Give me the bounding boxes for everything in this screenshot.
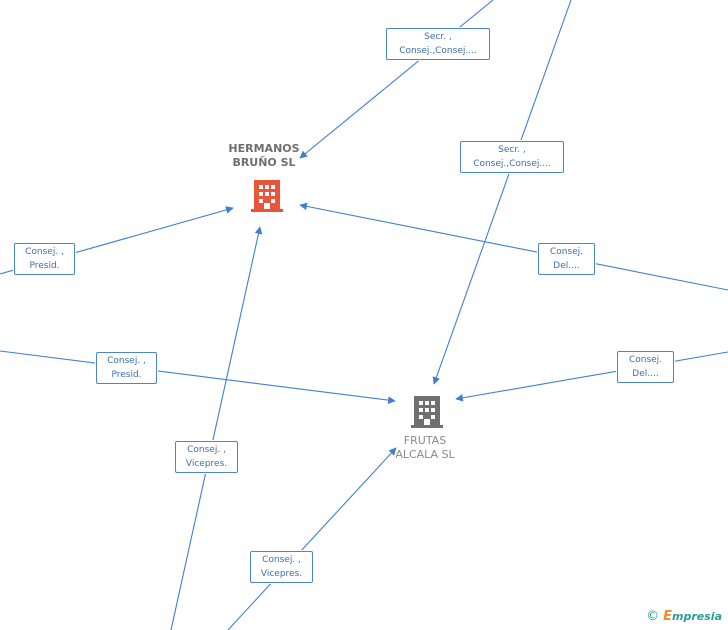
company-name-line: BRUÑO SL [232, 156, 296, 169]
brand-e: E [663, 609, 673, 624]
edge-label-role: Consej. , [187, 445, 226, 455]
edge-label-role: Consej. , [262, 555, 301, 565]
company-name-line: ALCALA SL [395, 448, 455, 461]
edge-label[interactable]: Consej. , Presid. [96, 352, 157, 384]
copyright-symbol: © [646, 609, 660, 624]
edge-label[interactable]: Consej. Del.... [538, 243, 595, 275]
edge-label-role: Secr. , [498, 145, 526, 155]
edge-label-role: Vicepres. [260, 569, 303, 579]
edge-label-role: Consej. , [25, 247, 64, 257]
edge-label[interactable]: Consej. , Presid. [14, 243, 75, 275]
edge-label-role: Consej.,Consej.... [399, 46, 477, 56]
edge-label-role: Consej. [549, 247, 584, 257]
empresia-logo: ©Empresia [646, 609, 722, 624]
edge-top-to-hermanos [299, 0, 494, 159]
building-icon[interactable] [251, 177, 283, 213]
edge-label-role: Del.... [632, 369, 659, 379]
edge-label-role: Secr. , [424, 32, 452, 42]
company-name-line: FRUTAS [403, 434, 447, 447]
edge-label[interactable]: Consej. Del.... [617, 351, 674, 383]
brand-name: mpresia [672, 610, 722, 623]
edge-label-role: Presid. [29, 261, 60, 271]
company-node-hermanos-bruno[interactable]: HERMANOS BRUÑO SL [209, 142, 319, 170]
company-name-line: HERMANOS [228, 142, 300, 155]
edge-label[interactable]: Consej. , Vicepres. [250, 551, 313, 583]
edge-label-role: Consej. [628, 355, 663, 365]
company-node-frutas-alcala[interactable]: FRUTAS ALCALA SL [370, 434, 480, 462]
edge-label-role: Presid. [111, 370, 142, 380]
edge-label-role: Del.... [553, 261, 580, 271]
edge-right-to-frutas [455, 351, 728, 402]
edge-label-role: Consej. , [107, 356, 146, 366]
edge-label[interactable]: Secr. , Consej.,Consej.... [386, 28, 490, 60]
building-icon[interactable] [411, 393, 443, 429]
edge-label-role: Vicepres. [185, 459, 228, 469]
edge-bottom-to-frutas [227, 447, 397, 630]
edge-label[interactable]: Consej. , Vicepres. [175, 441, 238, 473]
edge-top-to-frutas [432, 0, 572, 385]
edge-left-to-frutas [0, 350, 396, 404]
edge-right-to-hermanos [299, 202, 728, 291]
edge-label[interactable]: Secr. , Consej.,Consej.... [460, 141, 564, 173]
edge-label-role: Consej.,Consej.... [473, 159, 551, 169]
edge-bottom-to-hermanos [170, 226, 263, 630]
